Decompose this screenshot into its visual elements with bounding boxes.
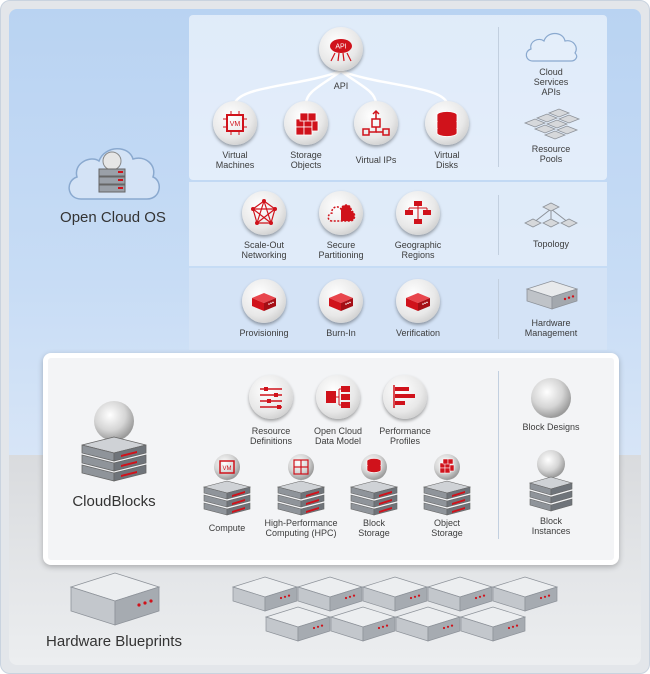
hardware-management-icon <box>525 279 579 320</box>
block-designs-label: Block Designs <box>522 422 580 432</box>
svg-text:VM: VM <box>223 466 232 472</box>
cloud-partition-icon <box>327 204 356 222</box>
resource-pools-icon <box>523 108 581 146</box>
burn-in-label: Burn-In <box>326 328 356 338</box>
svg-text:VM: VM <box>230 121 241 128</box>
hpc-block[interactable] <box>275 453 327 522</box>
block-instances-label: Block Instances <box>531 516 571 536</box>
geographic-regions-label: Geographic Regions <box>394 240 442 260</box>
storage-objects-node[interactable] <box>284 101 328 145</box>
svg-text:API: API <box>335 44 346 51</box>
hardware-server <box>395 606 461 642</box>
cloud-services-apis-label: Cloud Services APIs <box>533 67 569 97</box>
divider <box>498 195 499 255</box>
bars-icon <box>393 385 415 408</box>
performance-profiles-node[interactable] <box>383 375 427 419</box>
scale-out-networking-node[interactable] <box>242 191 286 235</box>
performance-profiles-label: Performance Profiles <box>379 426 431 446</box>
cloudblocks-title: CloudBlocks <box>72 493 156 510</box>
hardware-server <box>297 576 363 612</box>
disk-stack-icon <box>436 111 458 137</box>
open-cloud-os-title: Open Cloud OS <box>60 209 166 226</box>
region-tree-icon <box>405 201 431 224</box>
open-cloud-data-model-label: Open Cloud Data Model <box>313 426 363 446</box>
open-cloud-os-icon <box>63 141 163 208</box>
virtual-ips-node[interactable] <box>354 101 398 145</box>
secure-partitioning-label: Secure Partitioning <box>318 240 364 260</box>
divider <box>498 371 499 539</box>
divider <box>498 279 499 339</box>
divider <box>498 27 499 167</box>
object-storage-block[interactable] <box>421 453 473 522</box>
compute-label: Compute <box>208 523 246 533</box>
burn-in-node[interactable] <box>319 279 363 323</box>
open-cloud-data-model-node[interactable] <box>316 375 360 419</box>
resource-pools-label: Resource Pools <box>531 144 571 164</box>
block-storage-block[interactable] <box>348 453 400 522</box>
mesh-network-icon <box>251 199 277 225</box>
cloudblock-server-icon <box>79 399 149 492</box>
block-storage-label: Block Storage <box>358 518 390 538</box>
object-storage-label: Object Storage <box>431 518 463 538</box>
hardware-server <box>460 606 526 642</box>
api-label: API <box>333 81 349 91</box>
virtual-disks-node[interactable] <box>425 101 469 145</box>
hardware-server <box>265 606 331 642</box>
geographic-regions-node[interactable] <box>396 191 440 235</box>
topology-icon <box>523 201 579 238</box>
hardware-management-label: Hardware Management <box>524 318 578 338</box>
hardware-server <box>330 606 396 642</box>
data-model-icon <box>326 386 350 408</box>
hardware-blueprint-server-icon <box>69 569 161 632</box>
sliders-icon <box>260 387 282 409</box>
verification-node[interactable] <box>396 279 440 323</box>
compute-block[interactable]: VM <box>201 453 253 522</box>
hardware-server <box>492 576 558 612</box>
server-box-icon <box>406 293 430 311</box>
provisioning-node[interactable] <box>242 279 286 323</box>
hardware-server <box>362 576 428 612</box>
virtual-machines-node[interactable]: VM <box>213 101 257 145</box>
api-icon: API <box>330 39 352 62</box>
storage-objects-label: Storage Objects <box>290 150 322 170</box>
api-node[interactable]: API <box>319 27 363 71</box>
topology-label: Topology <box>532 239 570 249</box>
virtual-machines-label: Virtual Machines <box>215 150 255 170</box>
hardware-server <box>427 576 493 612</box>
network-ip-icon <box>362 109 390 136</box>
cube-cluster-icon <box>295 112 319 136</box>
vm-chip-icon: VM <box>223 111 247 135</box>
virtual-ips-label: Virtual IPs <box>355 155 397 165</box>
cloud-icon <box>523 27 579 68</box>
hpc-label: High-Performance Computing (HPC) <box>264 518 338 538</box>
resource-definitions-node[interactable] <box>249 375 293 419</box>
verification-label: Verification <box>395 328 441 338</box>
resource-definitions-label: Resource Definitions <box>249 426 293 446</box>
block-instances-icon <box>528 449 574 516</box>
scale-out-networking-label: Scale-Out Networking <box>241 240 287 260</box>
hardware-blueprints-title: Hardware Blueprints <box>46 633 182 650</box>
server-box-icon <box>252 293 276 311</box>
provisioning-label: Provisioning <box>239 328 289 338</box>
secure-partitioning-node[interactable] <box>319 191 363 235</box>
block-designs-icon <box>529 376 573 425</box>
server-box-icon <box>329 293 353 311</box>
hardware-server <box>232 576 298 612</box>
virtual-disks-label: Virtual Disks <box>434 150 460 170</box>
